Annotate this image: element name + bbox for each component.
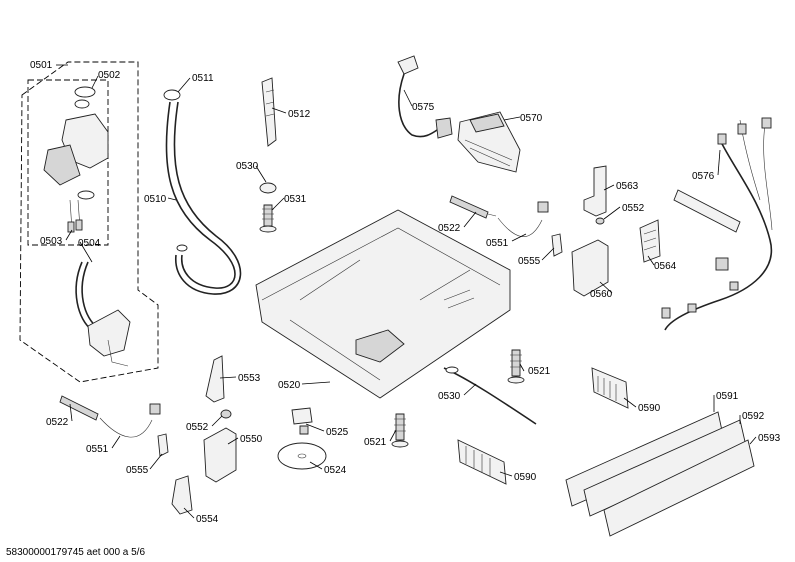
inlet-valve-0502 xyxy=(43,86,109,233)
label-0501: 0501 xyxy=(30,60,53,71)
label-0592: 0592 xyxy=(742,411,765,422)
label-0575: 0575 xyxy=(412,102,435,113)
assembly-0501 xyxy=(19,61,159,383)
label-0590-upper: 0590 xyxy=(638,403,661,414)
label-0530-upper: 0530 xyxy=(236,161,259,172)
rail-0590-upper xyxy=(591,367,629,409)
bracket-0563 xyxy=(583,165,607,225)
label-0576: 0576 xyxy=(692,171,715,182)
label-0551-lower: 0551 xyxy=(86,444,109,455)
label-0524: 0524 xyxy=(324,465,347,476)
clip-0554 xyxy=(171,475,193,515)
label-0553: 0553 xyxy=(238,373,261,384)
label-0531: 0531 xyxy=(284,194,307,205)
label-0522-lower: 0522 xyxy=(46,417,69,428)
wiring-harness-0576 xyxy=(661,117,773,331)
label-0555-lower: 0555 xyxy=(126,465,149,476)
clip-0555-lower xyxy=(157,433,169,457)
label-0560: 0560 xyxy=(590,289,613,300)
label-0555-upper: 0555 xyxy=(518,256,541,267)
clip-0555-upper xyxy=(551,233,563,257)
label-0504: 0504 xyxy=(78,238,101,249)
label-0590-lower: 0590 xyxy=(514,472,537,483)
drain-hose-0510 xyxy=(163,89,242,295)
nut-0552-lower xyxy=(220,409,232,419)
float-switch-0522-upper xyxy=(449,195,497,219)
label-0525: 0525 xyxy=(326,427,349,438)
float-switch-0522-lower xyxy=(59,395,99,421)
cable-0530 xyxy=(443,366,537,425)
label-0521-right: 0521 xyxy=(528,366,551,377)
label-0564: 0564 xyxy=(654,261,677,272)
label-0552-upper: 0552 xyxy=(622,203,645,214)
document-id-footer: 58300000179745 aet 000 a 5/6 xyxy=(6,547,146,558)
leader-lines xyxy=(56,64,757,519)
label-0522-upper: 0522 xyxy=(438,223,461,234)
label-0511: 0511 xyxy=(192,73,214,84)
switch-0525 xyxy=(291,407,313,435)
power-cable-0575 xyxy=(397,55,453,139)
rail-0590-lower xyxy=(457,439,507,485)
label-0502: 0502 xyxy=(98,70,121,81)
nut-0530-screw-0531 xyxy=(259,182,277,233)
part-labels: 0501 0502 0503 0504 0510 0511 0512 0530 … xyxy=(30,60,781,525)
label-0512: 0512 xyxy=(288,109,311,120)
sensor-0551-lower xyxy=(99,403,161,438)
panel-0593 xyxy=(603,439,755,537)
label-0570: 0570 xyxy=(520,113,543,124)
bracket-0553 xyxy=(205,355,225,403)
label-0510: 0510 xyxy=(144,194,167,205)
label-0520: 0520 xyxy=(278,380,301,391)
guide-0564 xyxy=(639,219,661,263)
label-0521-left: 0521 xyxy=(364,437,387,448)
label-0593: 0593 xyxy=(758,433,781,444)
label-0550: 0550 xyxy=(240,434,263,445)
label-0530-lower: 0530 xyxy=(438,391,461,402)
control-module-0570 xyxy=(457,111,521,173)
label-0503: 0503 xyxy=(40,236,63,247)
bracket-0560 xyxy=(571,239,609,297)
base-tub-0520 xyxy=(255,209,511,399)
label-0551-upper: 0551 xyxy=(486,238,509,249)
sensor-0551-upper xyxy=(497,201,549,237)
foot-screw-0521-left xyxy=(391,413,409,448)
label-0552-lower: 0552 xyxy=(186,422,209,433)
disc-0524 xyxy=(277,442,327,470)
label-0591: 0591 xyxy=(716,391,739,402)
bracket-0512 xyxy=(261,77,277,147)
foot-screw-0521-right xyxy=(507,349,525,384)
label-0554: 0554 xyxy=(196,514,219,525)
label-0563: 0563 xyxy=(616,181,639,192)
bracket-0550 xyxy=(203,427,237,483)
